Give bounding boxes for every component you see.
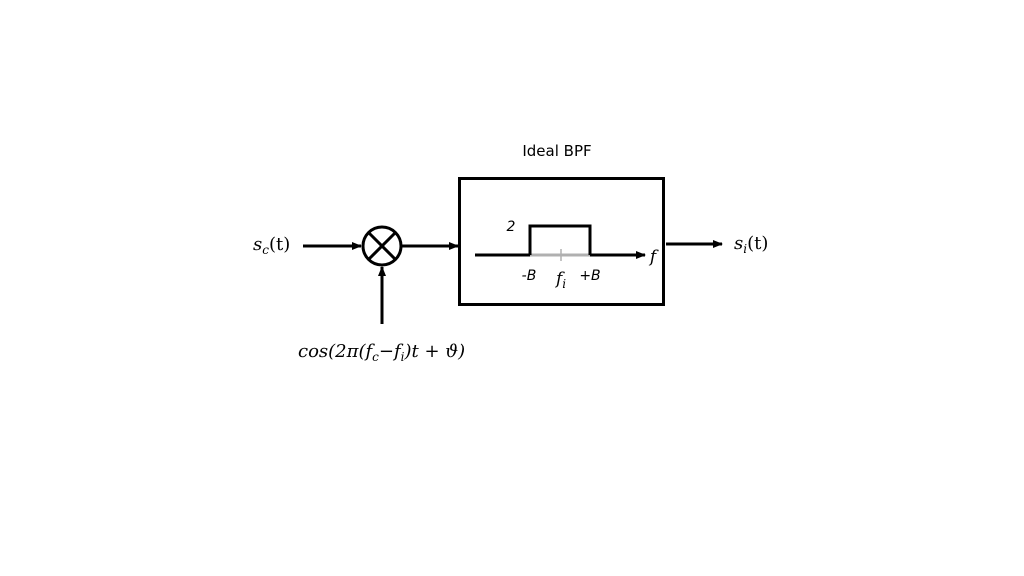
left-edge-label: -B [522,268,537,284]
filter-box [458,177,665,306]
input-signal-label: sc(t) [253,234,290,257]
local-oscillator-label: cos(2π(fc−fi)t + ϑ) [298,341,465,364]
mixer-icon [361,225,403,267]
filter-response-plot: 2 f -B +B fi [475,219,659,291]
center-freq-label: fi [554,269,566,291]
freq-axis-label: f [648,247,659,267]
filter-title: Ideal BPF [522,142,591,160]
gain-label: 2 [507,219,516,235]
passband-rect [528,224,592,255]
output-signal-label: si(t) [734,233,768,256]
right-edge-label: +B [579,268,600,284]
